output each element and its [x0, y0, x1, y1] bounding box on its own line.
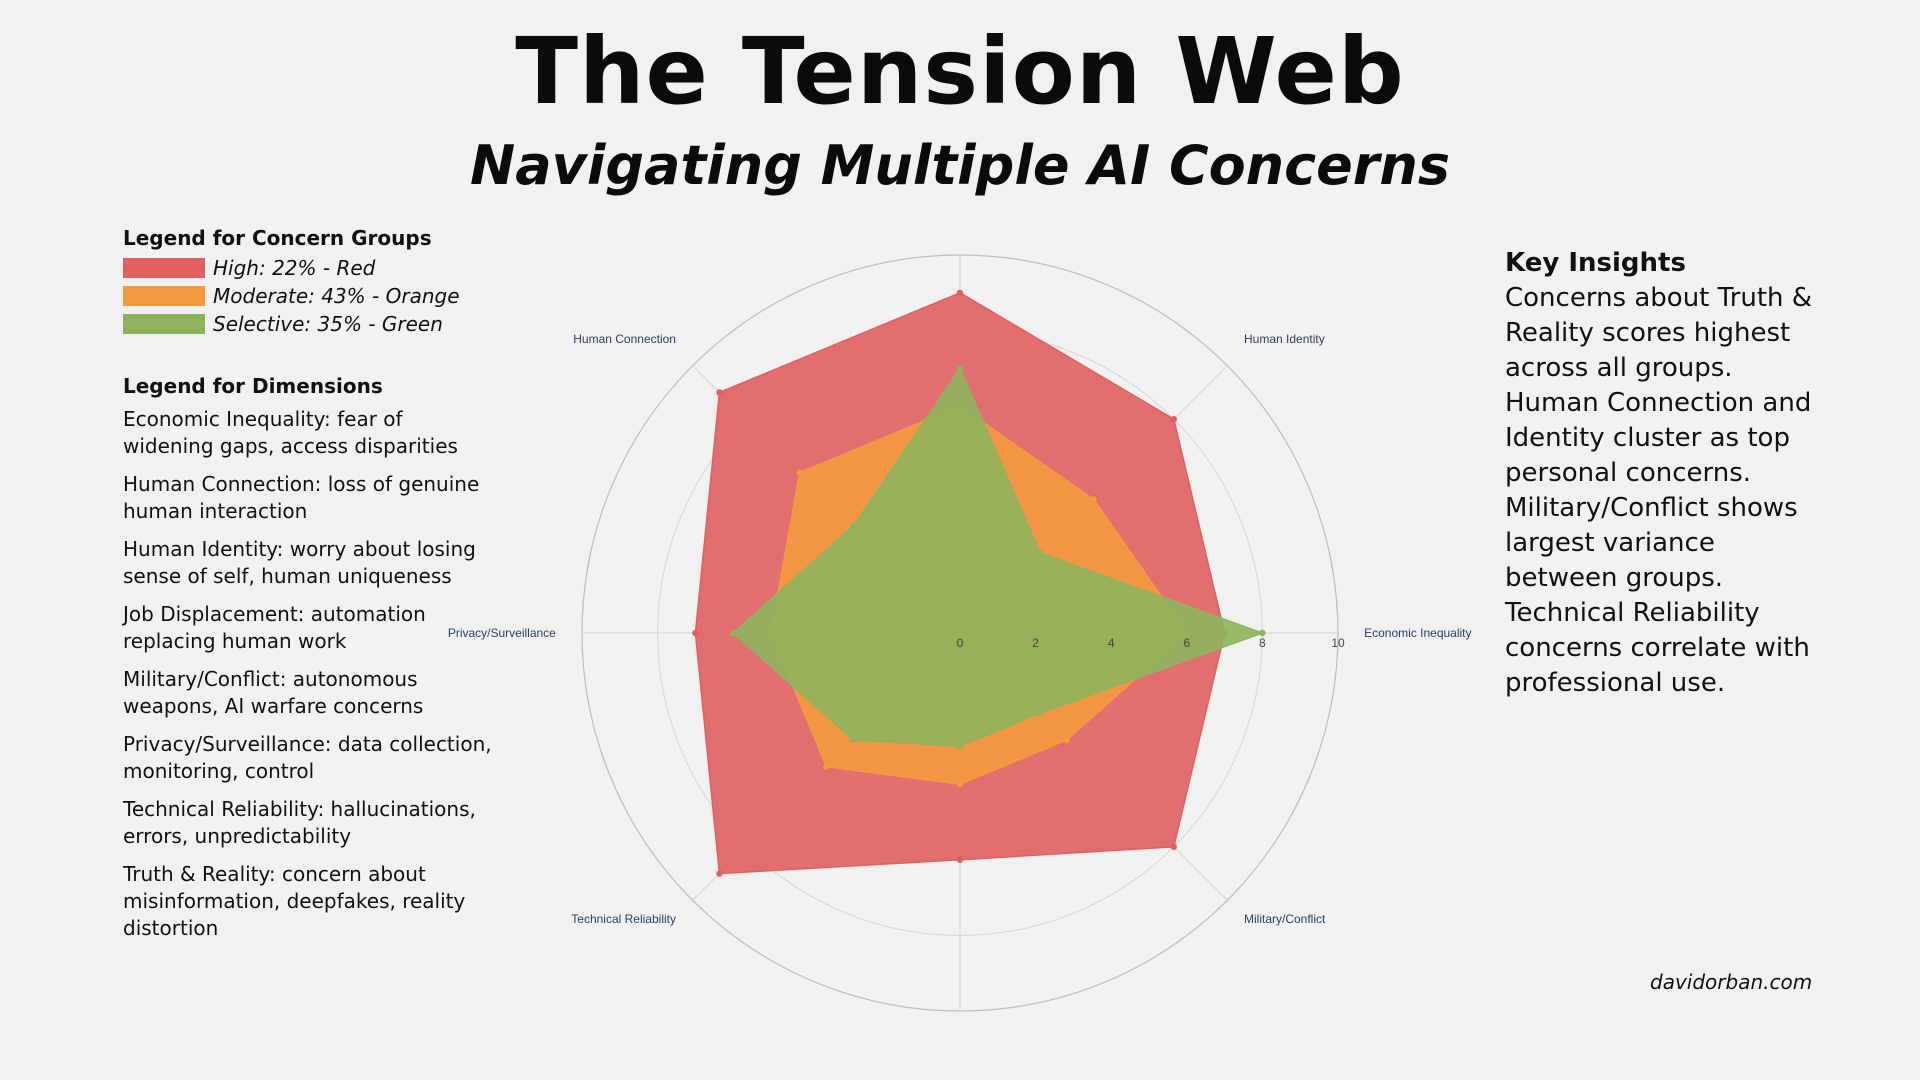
- data-point: [692, 629, 699, 637]
- data-point: [1036, 549, 1044, 557]
- data-point: [823, 763, 830, 770]
- insight-item: Military/Conflict shows largest variance…: [1505, 493, 1798, 593]
- radar-chart: 0246810Truth & RealityHuman IdentityEcon…: [448, 254, 1472, 1012]
- data-point: [1036, 709, 1044, 717]
- legend-swatch-selective: [123, 314, 205, 334]
- page-subtitle: Navigating Multiple AI Concerns: [470, 134, 1450, 197]
- data-point: [849, 736, 857, 744]
- radial-tick-label: 6: [1183, 636, 1190, 650]
- data-point: [716, 389, 723, 396]
- axis-label: Privacy/Surveillance: [448, 626, 556, 640]
- page-title: The Tension Web: [515, 18, 1405, 125]
- axis-label: Human Identity: [1244, 332, 1325, 346]
- data-point: [1090, 496, 1097, 503]
- radial-tick-label: 8: [1259, 636, 1266, 650]
- insight-item: Human Connection and Identity cluster as…: [1505, 388, 1812, 488]
- data-point: [1259, 629, 1266, 637]
- data-point: [1170, 843, 1178, 851]
- data-point: [796, 469, 803, 476]
- data-point: [1170, 415, 1178, 423]
- legend-groups-title: Legend for Concern Groups: [123, 226, 432, 250]
- credit-text: davidorban.com: [1650, 970, 1813, 994]
- radial-tick-label: 4: [1108, 636, 1115, 650]
- legend-item-selective: Selective: 35% - Green: [123, 310, 493, 338]
- legend-item-high: High: 22% - Red: [123, 254, 493, 282]
- legend-dimensions-title: Legend for Dimensions: [123, 374, 383, 398]
- legend-label-moderate: Moderate: 43% - Orange: [213, 284, 460, 308]
- dimension-job-displacement: Job Displacement: automation replacing h…: [123, 602, 426, 653]
- data-point: [956, 743, 964, 750]
- dimension-military-conflict: Military/Conflict: autonomous weapons, A…: [123, 667, 424, 718]
- axis-label: Economic Inequality: [1364, 626, 1471, 640]
- legend-item-moderate: Moderate: 43% - Orange: [123, 282, 493, 310]
- legend-panel: Legend for Concern Groups High: 22% - Re…: [123, 226, 493, 953]
- insight-item: Concerns about Truth & Reality scores hi…: [1505, 283, 1813, 383]
- data-point: [956, 781, 964, 788]
- dimension-economic-inequality: Economic Inequality: fear of widening ga…: [123, 407, 458, 458]
- data-point: [956, 856, 964, 863]
- data-point: [716, 870, 723, 877]
- legend-label-high: High: 22% - Red: [213, 256, 376, 280]
- data-point: [730, 629, 737, 637]
- axis-label: Technical Reliability: [571, 912, 676, 926]
- data-point: [956, 365, 964, 372]
- radial-tick-label: 2: [1032, 636, 1039, 650]
- dimension-human-identity: Human Identity: worry about losing sense…: [123, 537, 476, 588]
- axis-label: Human Connection: [573, 332, 676, 346]
- data-point: [1063, 736, 1071, 744]
- data-point: [956, 289, 964, 296]
- legend-swatch-moderate: [123, 286, 205, 306]
- legend-label-selective: Selective: 35% - Green: [213, 312, 443, 336]
- dimension-privacy-surveillance: Privacy/Surveillance: data collection, m…: [123, 732, 492, 783]
- insights-panel: Key Insights Concerns about Truth & Real…: [1505, 246, 1835, 701]
- radial-tick-label: 0: [957, 636, 964, 650]
- insights-title: Key Insights: [1505, 248, 1686, 278]
- axis-label: Military/Conflict: [1244, 912, 1326, 926]
- data-point: [849, 522, 857, 530]
- dimension-human-connection: Human Connection: loss of genuine human …: [123, 472, 480, 523]
- radial-tick-label: 10: [1331, 636, 1345, 650]
- dimension-truth-reality: Truth & Reality: concern about misinform…: [123, 862, 466, 940]
- dimension-technical-reliability: Technical Reliability: hallucinations, e…: [123, 797, 476, 848]
- insight-item: Technical Reliability concerns correlate…: [1505, 598, 1810, 698]
- legend-swatch-high: [123, 258, 205, 278]
